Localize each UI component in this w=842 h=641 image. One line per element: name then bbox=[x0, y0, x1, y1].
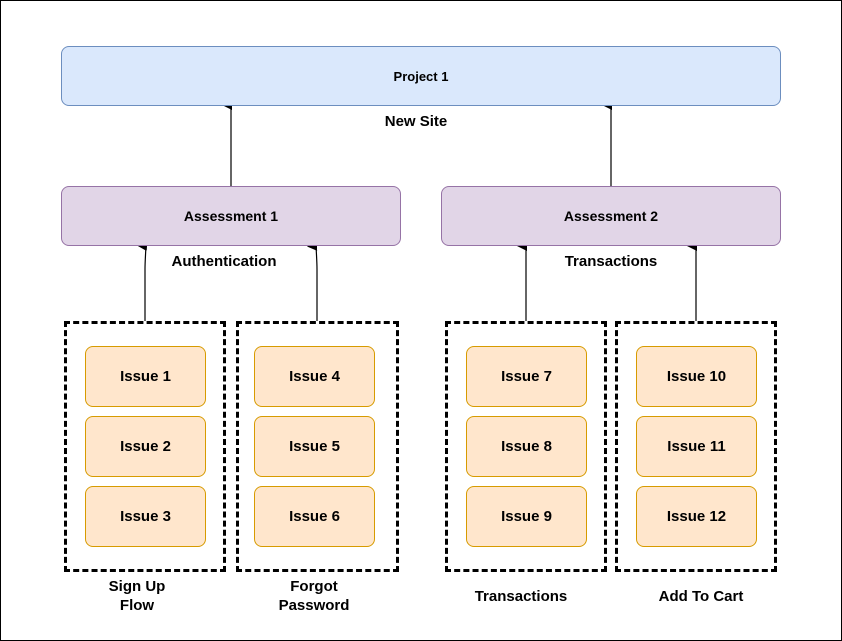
group-1-label: Sign Up Flow bbox=[77, 577, 197, 615]
group-2-label: Forgot Password bbox=[254, 577, 374, 615]
group-forgot-password bbox=[236, 321, 399, 572]
group-3-label: Transactions bbox=[456, 587, 586, 606]
issue-1[interactable]: Issue 1 bbox=[85, 346, 206, 407]
arrow-group-1-to-assessment-1 bbox=[137, 241, 148, 321]
issue-7[interactable]: Issue 7 bbox=[466, 346, 587, 407]
group-3-label-line-1: Transactions bbox=[474, 588, 568, 605]
group-1-label-line-2: Flow bbox=[119, 597, 155, 614]
group-2-label-line-2: Password bbox=[278, 597, 350, 614]
issue-12[interactable]: Issue 12 bbox=[636, 486, 757, 547]
assessment-1-label: Authentication bbox=[171, 253, 277, 270]
project-node[interactable]: Project 1 bbox=[61, 46, 781, 106]
issue-9[interactable]: Issue 9 bbox=[466, 486, 587, 547]
group-4-label: Add To Cart bbox=[636, 587, 766, 606]
issue-4[interactable]: Issue 4 bbox=[254, 346, 375, 407]
project-title: Project 1 bbox=[393, 68, 449, 84]
assessment-2-title: Assessment 2 bbox=[563, 208, 659, 224]
issue-2[interactable]: Issue 2 bbox=[85, 416, 206, 477]
group-2-label-line-1: Forgot bbox=[290, 578, 338, 595]
group-1-label-line-1: Sign Up bbox=[108, 578, 166, 595]
assessment-2-label: Transactions bbox=[564, 253, 658, 270]
assessment-2-node[interactable]: Assessment 2 bbox=[441, 186, 781, 246]
group-sign-up-flow bbox=[64, 321, 226, 572]
issue-5[interactable]: Issue 5 bbox=[254, 416, 375, 477]
arrow-group-2-to-assessment-1 bbox=[307, 240, 318, 321]
issue-8[interactable]: Issue 8 bbox=[466, 416, 587, 477]
group-4-label-line-1: Add To Cart bbox=[658, 588, 744, 605]
issue-6[interactable]: Issue 6 bbox=[254, 486, 375, 547]
group-add-to-cart bbox=[615, 321, 777, 572]
issue-3[interactable]: Issue 3 bbox=[85, 486, 206, 547]
assessment-1-title: Assessment 1 bbox=[183, 208, 279, 224]
issue-11[interactable]: Issue 11 bbox=[636, 416, 757, 477]
assessment-1-node[interactable]: Assessment 1 bbox=[61, 186, 401, 246]
project-label: New Site bbox=[384, 113, 448, 130]
issue-10[interactable]: Issue 10 bbox=[636, 346, 757, 407]
group-transactions bbox=[445, 321, 607, 572]
